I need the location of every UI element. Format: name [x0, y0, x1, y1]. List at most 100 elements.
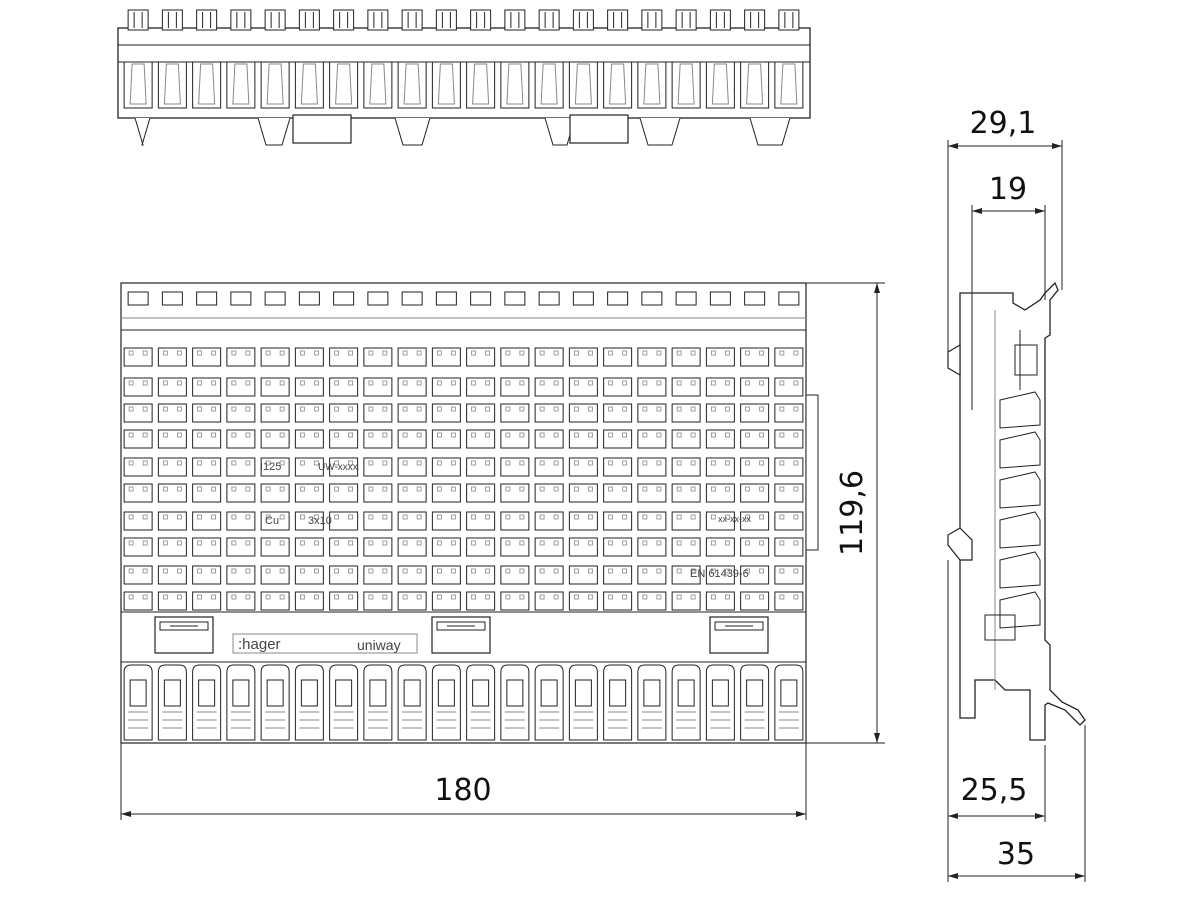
grid-cell-pin [279, 350, 285, 356]
grid-cell-frame [226, 591, 256, 611]
grid-cell-frame [431, 403, 461, 423]
grid-cell-frame [294, 483, 324, 503]
grid-cell-pin [485, 460, 491, 466]
grid-cell-pin [128, 568, 134, 574]
grid-cell-frame [740, 429, 770, 449]
grid-cell [500, 429, 530, 449]
grid-cell [329, 537, 359, 557]
grid-cell-pin [313, 406, 319, 412]
grid-cell-pin [402, 350, 408, 356]
grid-cell [329, 377, 359, 397]
grid-cell-pin [279, 568, 285, 574]
grid-cell [568, 457, 598, 477]
grid-cell-pin [724, 486, 730, 492]
grid-cell-pin [313, 486, 319, 492]
grid-cell-pin [622, 594, 628, 600]
grid-cell-pin [793, 540, 799, 546]
grid-cell-pin [573, 594, 579, 600]
grid-cell-pin [279, 486, 285, 492]
grid-cell-pin [334, 514, 340, 520]
bottom-terminal-lever [540, 679, 558, 707]
grid-cell-pin [197, 432, 203, 438]
grid-cell-pin [779, 380, 785, 386]
grid-cell-frame [123, 483, 153, 503]
top-slot [367, 291, 389, 306]
grid-cell [431, 483, 461, 503]
side-clip-bottom [947, 527, 973, 561]
bottom-terminal-lever [163, 679, 181, 707]
grid-cell-pin [211, 514, 217, 520]
grid-cell-pin [676, 594, 682, 600]
top-foot [639, 117, 681, 146]
grid-cell-frame [568, 511, 598, 531]
grid-cell-frame [363, 537, 393, 557]
grid-cell-pin [793, 594, 799, 600]
grid-cell-pin [382, 350, 388, 356]
grid-cell [671, 537, 701, 557]
grid-cell-frame [774, 457, 804, 477]
bottom-terminal-lever [232, 679, 250, 707]
grid-cell-frame [466, 537, 496, 557]
grid-cell [226, 403, 256, 423]
grid-cell [671, 511, 701, 531]
grid-cell [329, 457, 359, 477]
bottom-terminal-lever [643, 679, 661, 707]
grid-cell-frame [705, 537, 735, 557]
grid-cell-pin [676, 568, 682, 574]
grid-cell-pin [416, 594, 422, 600]
grid-cell-frame [671, 591, 701, 611]
grid-cell-frame [157, 377, 187, 397]
grid-cell-pin [334, 350, 340, 356]
grid-cell [123, 457, 153, 477]
grid-cell-frame [329, 377, 359, 397]
grid-cell-pin [471, 594, 477, 600]
grid-cell-pin [436, 460, 442, 466]
bottom-terminal [397, 664, 427, 741]
grid-cell-pin [416, 486, 422, 492]
grid-cell-frame [260, 347, 290, 367]
grid-cell-frame [431, 565, 461, 585]
grid-cell-frame [329, 591, 359, 611]
din-clip-center [431, 616, 491, 654]
grid-cell-pin [676, 460, 682, 466]
grid-cell-pin [176, 514, 182, 520]
grid-cell-frame [568, 591, 598, 611]
bottom-terminal [431, 664, 461, 741]
grid-cell-pin [265, 460, 271, 466]
grid-cell-frame [123, 591, 153, 611]
grid-cell [294, 565, 324, 585]
grid-cell-frame [260, 457, 290, 477]
bottom-terminal-body [157, 664, 187, 741]
grid-cell-pin [450, 406, 456, 412]
grid-cell-pin [245, 380, 251, 386]
top-slot [504, 291, 526, 306]
grid-cell-pin [231, 460, 237, 466]
top-terminal [192, 9, 222, 109]
grid-cell [192, 565, 222, 585]
grid-cell-frame [294, 403, 324, 423]
grid-cell-pin [485, 514, 491, 520]
grid-cell-pin [519, 406, 525, 412]
side-rib [999, 511, 1041, 549]
grid-cell-pin [553, 568, 559, 574]
grid-cell-pin [402, 540, 408, 546]
conductor-label: Cu [265, 515, 279, 527]
grid-cell-pin [334, 380, 340, 386]
grid-cell-pin [622, 380, 628, 386]
grid-cell-pin [265, 406, 271, 412]
grid-cell-frame [740, 377, 770, 397]
grid-cell-pin [505, 380, 511, 386]
side-clip-top [947, 343, 961, 377]
grid-cell-pin [279, 514, 285, 520]
grid-cell-pin [656, 432, 662, 438]
grid-cell-pin [656, 514, 662, 520]
grid-cell-pin [211, 350, 217, 356]
grid-cell [466, 457, 496, 477]
grid-cell-pin [759, 350, 765, 356]
bottom-terminal [329, 664, 359, 741]
grid-cell [363, 565, 393, 585]
height-dimension-label: 119,6 [835, 470, 870, 556]
grid-cell-pin [759, 460, 765, 466]
grid-cell-pin [416, 514, 422, 520]
grid-cell-pin [724, 406, 730, 412]
